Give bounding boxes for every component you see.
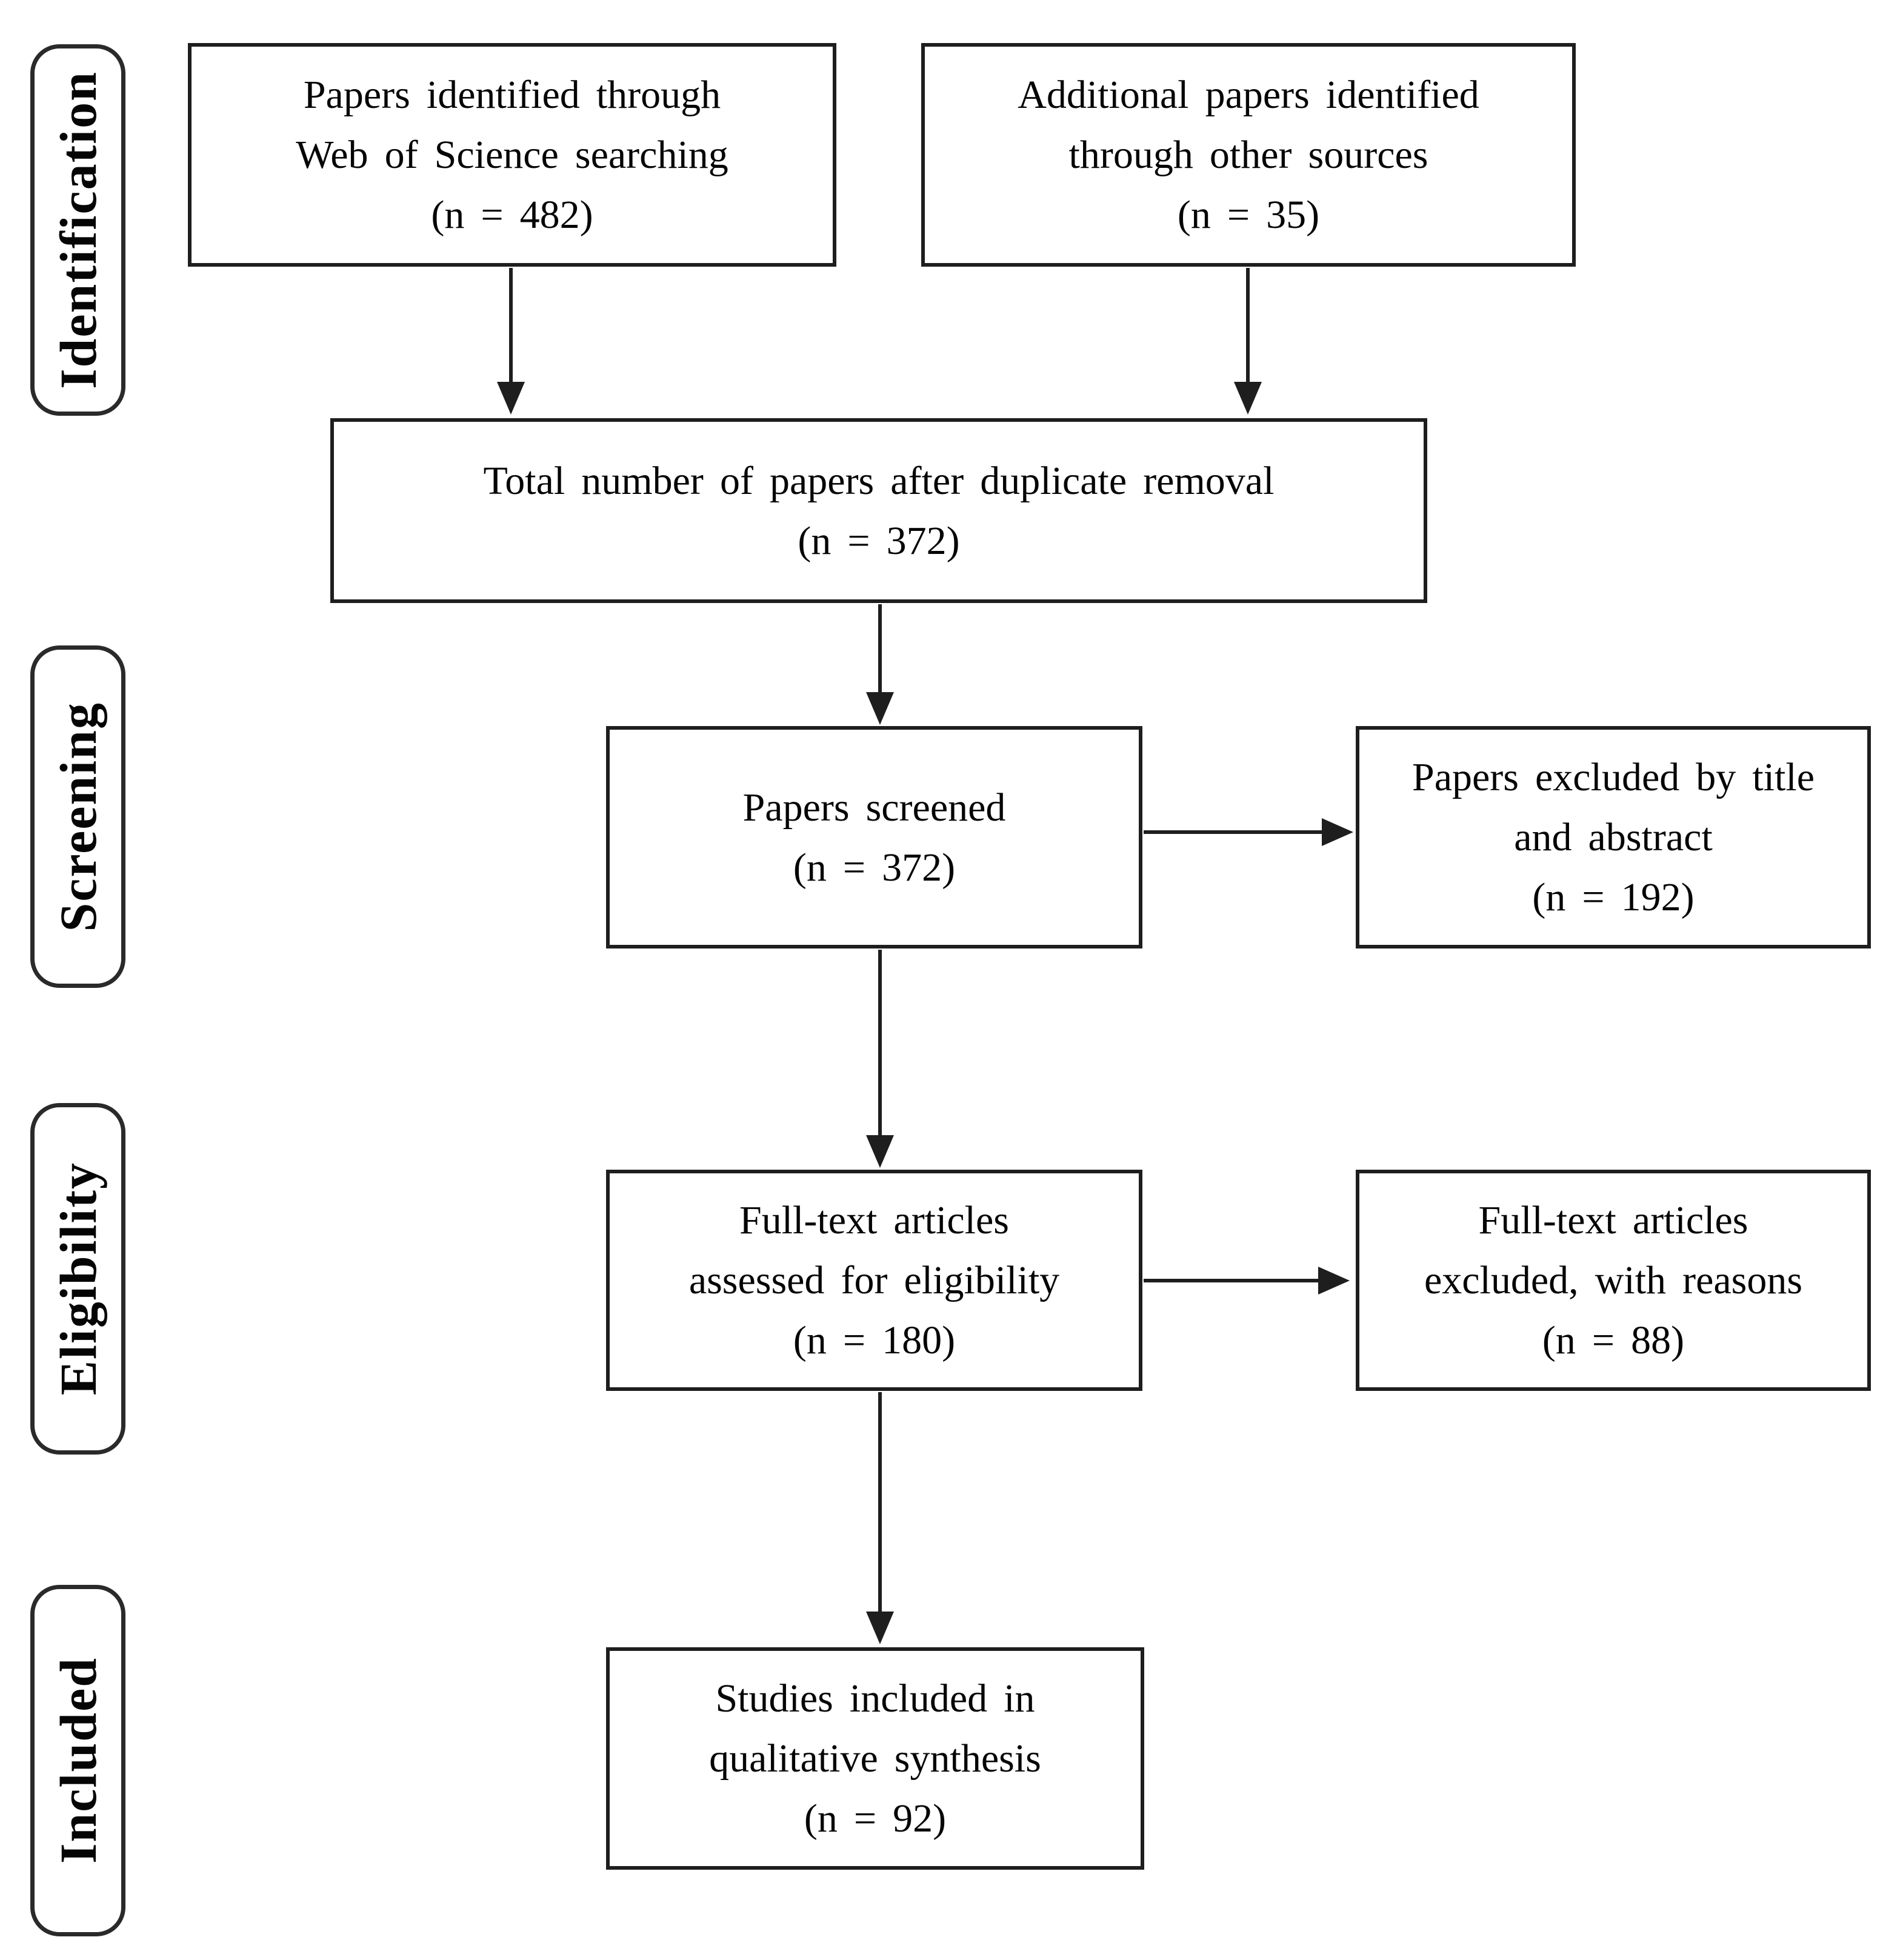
arrow-down-fulltext-to-included [866, 1392, 894, 1644]
box-text-line: Papers screened [742, 785, 1006, 830]
box-text-line: Total number of papers after duplicate r… [483, 458, 1275, 503]
box-text-line: Studies included in [715, 1676, 1035, 1721]
box-text-line: and abstract [1514, 815, 1713, 859]
box-fulltext-excluded-with-reasons: Full-text articles excluded, with reason… [1356, 1170, 1871, 1391]
stage-label-text: Screening [48, 701, 107, 932]
arrow-down-screened-to-fulltext [866, 950, 894, 1168]
stage-label-text: Identification [48, 71, 107, 389]
arrow-down-wos-to-total [497, 268, 525, 415]
box-text-line: Papers excluded by title [1412, 755, 1815, 799]
box-text-line: through other sources [1068, 133, 1428, 177]
stage-label-text: Eligibility [48, 1162, 107, 1396]
box-text-line: qualitative synthesis [709, 1736, 1041, 1781]
stage-label-eligibility: Eligibility [30, 1103, 125, 1455]
arrow-down-total-to-screened [866, 604, 894, 725]
box-additional-papers-other-sources: Additional papers identified through oth… [921, 43, 1576, 267]
arrow-right-fulltext-to-excluded [1144, 1267, 1350, 1295]
box-count: (n = 180) [793, 1318, 956, 1362]
box-text-line: excluded, with reasons [1424, 1258, 1803, 1302]
box-papers-excluded-title-abstract: Papers excluded by title and abstract (n… [1356, 726, 1871, 948]
box-studies-included-qualitative-synthesis: Studies included in qualitative synthesi… [606, 1647, 1144, 1870]
box-papers-screened: Papers screened (n = 372) [606, 726, 1142, 948]
box-count: (n = 92) [804, 1796, 947, 1841]
box-count: (n = 88) [1542, 1318, 1685, 1362]
box-count: (n = 192) [1532, 875, 1695, 919]
box-total-after-duplicate-removal: Total number of papers after duplicate r… [330, 418, 1427, 603]
box-fulltext-assessed-eligibility: Full-text articles assessed for eligibil… [606, 1170, 1142, 1391]
arrow-right-screened-to-excluded [1144, 818, 1353, 846]
box-text-line: Additional papers identified [1018, 73, 1479, 117]
stage-label-text: Included [48, 1657, 107, 1864]
stage-label-identification: Identification [30, 44, 125, 416]
stage-label-included: Included [30, 1585, 125, 1936]
box-text-line: Web of Science searching [296, 133, 728, 177]
arrow-down-other-to-total [1234, 268, 1262, 415]
box-text-line: assessed for eligibility [688, 1258, 1060, 1302]
box-text-line: Full-text articles [1478, 1198, 1748, 1242]
box-papers-identified-wos: Papers identified through Web of Science… [188, 43, 836, 267]
box-text-line: Full-text articles [739, 1198, 1009, 1242]
stage-label-screening: Screening [30, 645, 125, 988]
box-count: (n = 372) [798, 518, 960, 563]
box-count: (n = 482) [431, 193, 593, 237]
box-count: (n = 372) [793, 845, 956, 890]
box-text-line: Papers identified through [303, 73, 721, 117]
box-count: (n = 35) [1177, 193, 1320, 237]
